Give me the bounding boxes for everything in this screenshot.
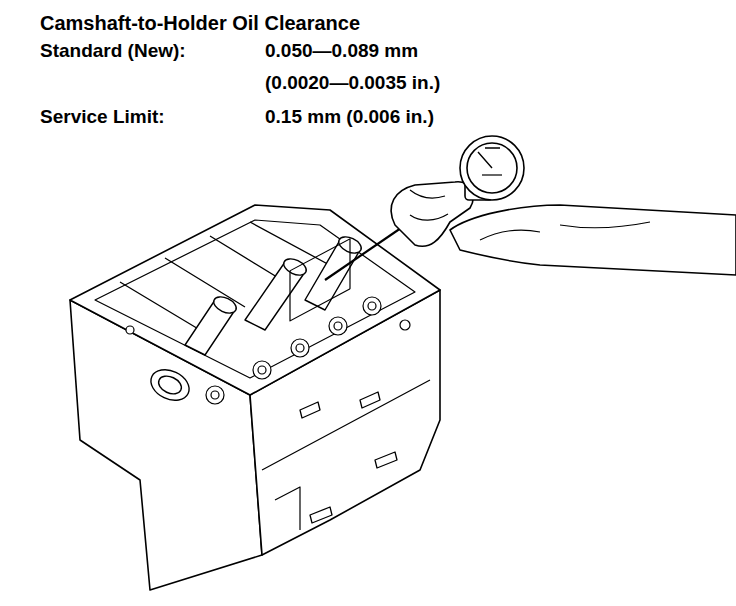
spec-name: Service Limit: [40, 106, 165, 128]
spec-value: 0.15 mm (0.006 in.) [265, 106, 434, 128]
spec-name: Standard (New): [40, 40, 186, 62]
spec-value: 0.050—0.089 mm [265, 40, 418, 62]
spec-title: Camshaft-to-Holder Oil Clearance [40, 12, 360, 35]
spec-value: (0.0020—0.0035 in.) [265, 72, 440, 94]
